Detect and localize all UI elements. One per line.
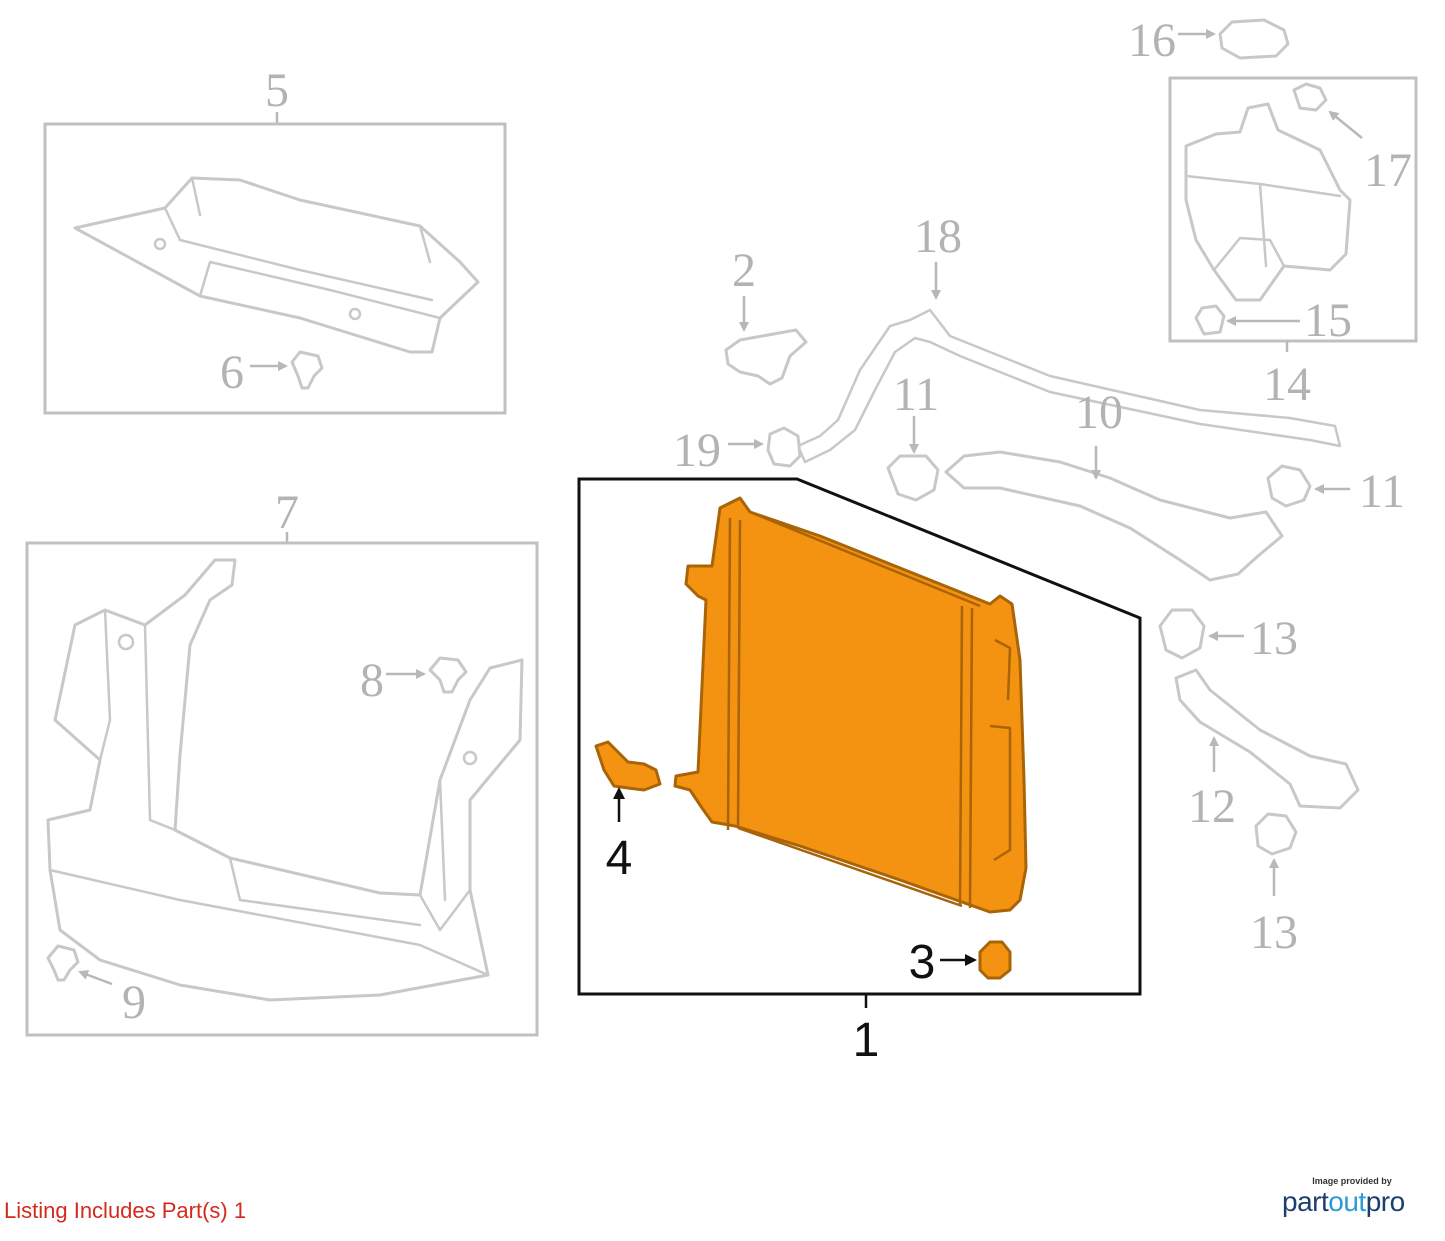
hose-clamp-13-upper <box>1158 608 1206 660</box>
callout-labels: 1 2 3 4 5 6 7 8 9 10 11 11 12 13 13 14 1… <box>122 14 1412 1067</box>
logo-word-out: out <box>1328 1186 1366 1217</box>
callout-13-lower: 13 <box>1250 906 1298 959</box>
group-7-box <box>25 541 539 1037</box>
callout-11-left: 11 <box>893 368 939 421</box>
callout-8: 8 <box>360 654 384 707</box>
callout-9: 9 <box>122 976 146 1029</box>
hoses-and-clamps <box>724 262 1360 896</box>
grommet-15 <box>1194 304 1226 336</box>
callout-18: 18 <box>914 210 962 263</box>
push-pin-8 <box>428 656 468 694</box>
logo-caption: Image provided by <box>1312 1176 1392 1186</box>
logo-word-pro: pro <box>1365 1186 1405 1217</box>
hose-clamp-11-left <box>886 454 940 502</box>
callout-7: 7 <box>275 486 299 539</box>
listing-includes-note: Listing Includes Part(s) 1 <box>4 1198 247 1223</box>
group-14-box <box>1168 76 1418 343</box>
group-5-air-baffle <box>43 112 507 415</box>
callout-5: 5 <box>265 64 289 117</box>
sensor-17 <box>1292 82 1328 112</box>
callout-14: 14 <box>1263 358 1311 411</box>
callout-3: 3 <box>909 936 936 989</box>
hose-clamp-13-lower <box>1254 812 1298 856</box>
callout-12: 12 <box>1188 780 1236 833</box>
logo-wordmark: partoutpro <box>1282 1186 1405 1218</box>
callout-10: 10 <box>1075 386 1123 439</box>
callout-17: 17 <box>1364 144 1412 197</box>
hose-clamp-11-right <box>1266 464 1312 508</box>
hose-clamp-19 <box>766 426 802 468</box>
callout-6: 6 <box>220 346 244 399</box>
callout-4: 4 <box>606 832 633 885</box>
callout-13-upper: 13 <box>1250 612 1298 665</box>
bracket-2 <box>724 328 808 386</box>
callout-2: 2 <box>732 244 756 297</box>
callout-16: 16 <box>1128 14 1176 67</box>
drain-valve-4[interactable] <box>594 740 662 792</box>
callout-11-right: 11 <box>1359 465 1405 518</box>
logo-word-part: part <box>1282 1186 1329 1217</box>
lower-air-deflector <box>46 558 524 1002</box>
group-14-reservoir <box>1168 18 1418 352</box>
callout-15: 15 <box>1304 294 1352 347</box>
callout-1: 1 <box>853 1014 880 1067</box>
group-1-radiator <box>577 477 1142 1008</box>
drain-plug-3[interactable] <box>978 940 1012 980</box>
radiator[interactable] <box>673 496 1028 914</box>
partoutpro-logo: Image provided by partoutpro <box>1282 1176 1432 1226</box>
reservoir-cap-16 <box>1218 18 1290 60</box>
coolant-reservoir <box>1184 102 1352 302</box>
group-1-box <box>577 477 1142 996</box>
callout-19: 19 <box>673 424 721 477</box>
lower-hose-12 <box>1174 668 1360 810</box>
group-5-box <box>43 122 507 415</box>
push-pin-9 <box>46 944 80 982</box>
upper-hose-10 <box>944 450 1284 582</box>
push-pin-6 <box>290 350 324 390</box>
group-7-air-deflector <box>25 532 539 1037</box>
overflow-hose <box>796 308 1342 464</box>
